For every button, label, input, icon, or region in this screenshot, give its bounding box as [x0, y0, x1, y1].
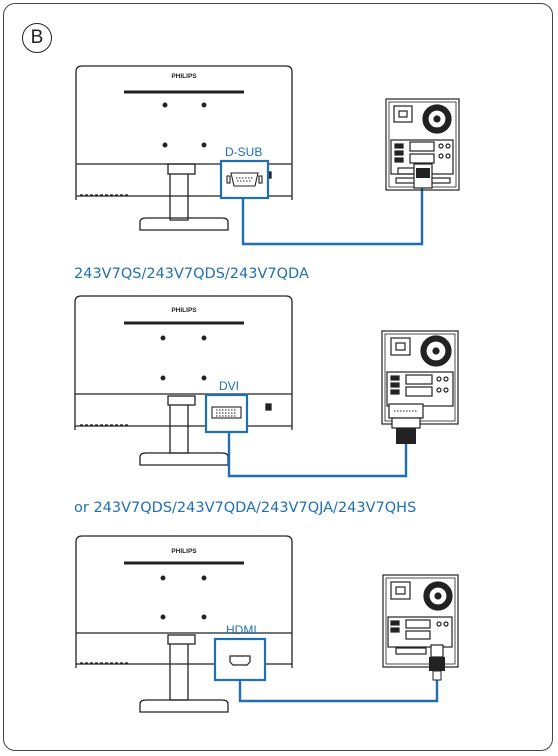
section-badge: B: [22, 23, 52, 53]
model-list-hdmi: or 243V7QDS/243V7QDA/243V7QJA/243V7QHS: [74, 500, 417, 516]
dvi-cable: [227, 432, 408, 478]
hdmi-plug-pc: [429, 644, 445, 681]
brand-logo: PHILIPS: [171, 307, 197, 314]
pc-tower-hdmi: [382, 574, 459, 668]
monitor-back-dvi: [74, 295, 293, 466]
dvi-port-icon: [211, 406, 242, 419]
pc-tower-dsub: [385, 98, 460, 191]
brand-logo: PHILIPS: [171, 73, 197, 80]
monitor-back-hdmi: [75, 535, 293, 713]
vga-plug-body: [416, 168, 430, 178]
hdmi-label: HDMI: [226, 623, 257, 637]
hdmi-cable: [238, 680, 439, 703]
monitor-back-dsub: [75, 65, 293, 231]
dsub-port-highlight: [219, 159, 270, 200]
vga-port-icon: [226, 172, 263, 187]
vga-cable: [241, 175, 424, 246]
page-frame: [3, 3, 553, 751]
dsub-label: D-SUB: [225, 145, 262, 159]
model-list-dsub-dvi: 243V7QS/243V7QDS/243V7QDA: [74, 266, 309, 282]
dvi-plug-pc: [388, 403, 424, 444]
brand-logo: PHILIPS: [171, 548, 197, 555]
hdmi-port-highlight: [213, 637, 267, 682]
dvi-label: DVI: [219, 379, 239, 393]
hdmi-port-icon: [229, 655, 251, 666]
